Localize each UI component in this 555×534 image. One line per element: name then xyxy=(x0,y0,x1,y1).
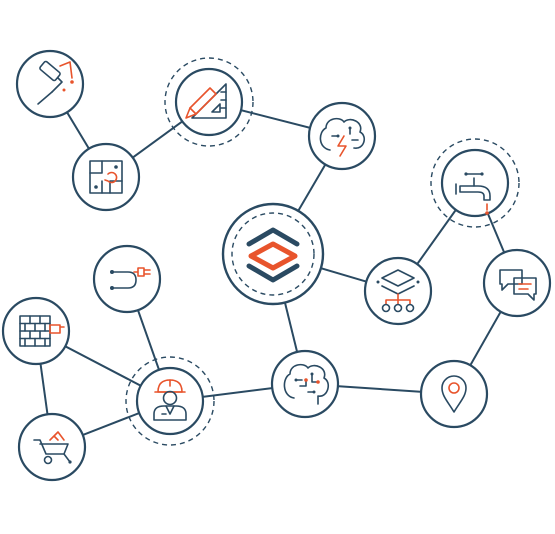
faucet-icon xyxy=(455,172,491,215)
node-floor-plan xyxy=(71,142,141,212)
node-ai-brain xyxy=(270,349,340,419)
node-brain-bolt xyxy=(307,101,377,171)
node-power-plug xyxy=(92,244,162,314)
node-faucet xyxy=(430,138,520,228)
node-layers-network xyxy=(363,256,433,326)
node-wheelbarrow xyxy=(17,412,87,482)
node-brick-wall xyxy=(1,296,71,366)
brick-wall-icon xyxy=(19,315,65,347)
circuit-brain-icon xyxy=(283,363,330,405)
layers-network-icon xyxy=(376,269,420,313)
node-worker xyxy=(125,356,215,446)
node-paint-roller xyxy=(15,49,85,119)
brain-lightning-icon xyxy=(319,117,366,157)
node-location xyxy=(419,359,489,429)
paint-roller-icon xyxy=(37,60,74,105)
layers-logo-icon xyxy=(246,227,300,283)
node-chat xyxy=(482,248,552,318)
power-plug-icon xyxy=(110,267,151,290)
location-pin-icon xyxy=(441,375,467,413)
node-hub xyxy=(221,202,325,306)
wheelbarrow-icon xyxy=(33,431,72,465)
floor-plan-icon xyxy=(89,160,123,194)
ruler-pencil-icon xyxy=(185,83,227,119)
construction-worker-icon xyxy=(153,379,187,421)
chat-bubbles-icon xyxy=(499,269,537,301)
node-design-tools xyxy=(164,57,254,147)
